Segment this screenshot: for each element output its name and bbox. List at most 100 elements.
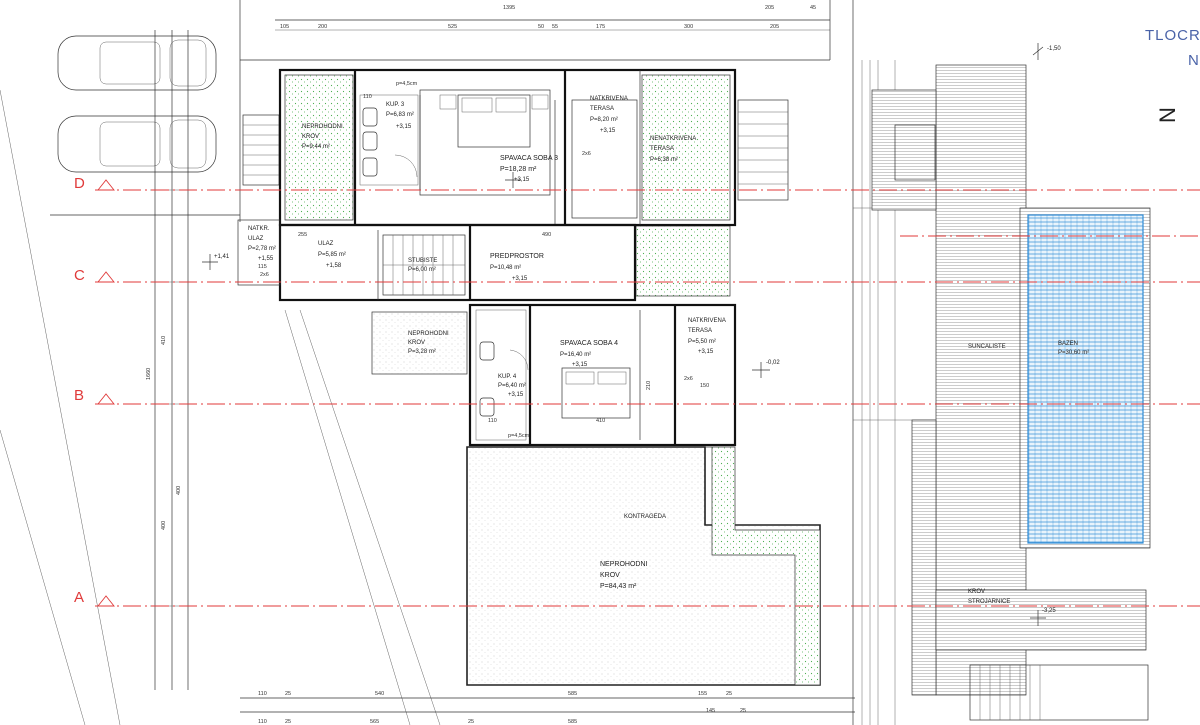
svg-text:P=84,43 m²: P=84,43 m² xyxy=(600,583,637,590)
parked-car-2 xyxy=(57,115,217,173)
bed-room-4 xyxy=(561,367,631,419)
roof-green-right xyxy=(641,74,731,221)
label-krov-strojarnice: KROV STROJARNICE xyxy=(968,589,1010,605)
dim-inner-1: 490 xyxy=(542,232,551,238)
inner-staircase xyxy=(382,234,466,296)
svg-text:NEPROHODNI: NEPROHODNI xyxy=(302,124,343,130)
room-label-spavaca3: SPAVACA SOBA 3 P=18,28 m² xyxy=(500,155,558,173)
room-label-kup4: KUP. 4 P=6,40 m² +3,15 xyxy=(498,374,526,398)
pool-water xyxy=(1027,214,1144,544)
dim-inner-10: 110 xyxy=(363,94,372,100)
svg-text:KROV: KROV xyxy=(302,134,319,140)
left-dimension-lines xyxy=(150,30,195,690)
room-label-kup3: KUP. 3 P=6,83 m² +3,15 xyxy=(386,102,414,130)
svg-text:-3,25: -3,25 xyxy=(1042,608,1056,614)
label-bazen: BAZEN P=30,60 m² xyxy=(1058,341,1089,356)
axis-markers xyxy=(97,179,115,607)
svg-text:NATKR.: NATKR. xyxy=(248,226,270,232)
room-label-predprostor: PREDPROSTOR P=10,48 m² +3,15 xyxy=(490,253,544,282)
svg-text:P=6,40 m²: P=6,40 m² xyxy=(498,383,526,389)
dim-inner-12: 210 xyxy=(646,381,652,390)
svg-text:PREDPROSTOR: PREDPROSTOR xyxy=(490,253,544,260)
dim-bottom-6: 25 xyxy=(726,691,732,697)
dim-top-total: 1395 xyxy=(503,5,515,11)
level-mark-top-right: -1,50 xyxy=(1032,43,1061,60)
dim-inner-5: p=4,5cm xyxy=(396,81,418,87)
svg-text:SPAVACA SOBA 3: SPAVACA SOBA 3 xyxy=(500,155,558,162)
bath-fixtures-3 xyxy=(362,107,418,178)
svg-text:BAZEN: BAZEN xyxy=(1058,341,1078,347)
svg-text:+3,15: +3,15 xyxy=(512,276,528,282)
room-label-nepro-big: NEPROHODNI KROV P=84,43 m² xyxy=(600,561,648,590)
grid-axis-lines xyxy=(95,189,1200,607)
dim-left-2: 400 xyxy=(176,486,182,495)
outer-stairs-right xyxy=(737,99,789,201)
dim-inner-8: 2x6 xyxy=(684,376,693,382)
dim-bottom-5: 155 xyxy=(698,691,707,697)
site-diagonal-2 xyxy=(0,429,86,725)
svg-text:P=16,40 m²: P=16,40 m² xyxy=(560,352,591,358)
drawing-title-suffix: N xyxy=(1188,52,1200,69)
dim-bottom-3: 540 xyxy=(375,691,384,697)
label-kontrageda: KONTRAGEDA xyxy=(624,514,666,520)
dim-bottom-13: 565 xyxy=(370,719,379,725)
svg-text:+3,15: +3,15 xyxy=(508,392,524,398)
room-label-spavaca4: SPAVACA SOBA 4 P=16,40 m² +3,15 xyxy=(560,340,618,368)
site-diagonal-4 xyxy=(299,309,441,725)
svg-text:P=30,60 m²: P=30,60 m² xyxy=(1058,350,1089,356)
label-suncaliste: SUNCALISTE xyxy=(968,344,1006,350)
svg-text:+3,15: +3,15 xyxy=(396,124,412,130)
svg-text:NEPROHODNI: NEPROHODNI xyxy=(408,331,449,337)
dim-inner-2: 255 xyxy=(298,232,307,238)
svg-text:NATKRIVENA: NATKRIVENA xyxy=(688,318,726,324)
dim-inner-7: 2x6 xyxy=(582,151,591,157)
svg-text:ULAZ: ULAZ xyxy=(248,236,264,242)
dim-top-4: 105 xyxy=(280,24,289,30)
axis-label-a: A xyxy=(74,589,84,606)
dim-bottom-11: 110 xyxy=(258,719,267,725)
deck-upper-left xyxy=(871,89,937,211)
room-label-natkr-ulaz: NATKR. ULAZ P=2,78 m² +1,55 xyxy=(248,226,276,262)
roof-green-mid xyxy=(635,225,731,297)
top-block-walls xyxy=(278,68,737,227)
bath-fixtures-4 xyxy=(479,341,529,417)
dim-left-4: 1660 xyxy=(146,368,152,380)
svg-text:P=18,28 m²: P=18,28 m² xyxy=(500,166,537,173)
svg-text:P=6,00 m²: P=6,00 m² xyxy=(408,267,436,273)
svg-text:+3,15: +3,15 xyxy=(698,349,714,355)
dim-bottom-1: 110 xyxy=(258,691,267,697)
room-label-natkrivena-terasa-top: NATKRIVENA TERASA P=8,20 m² +3,15 xyxy=(590,96,628,134)
room-label-nepro-left: NEPROHODNI KROV P=9,44 m² xyxy=(302,124,343,150)
dim-inner-6: p=4,5cm xyxy=(508,433,530,439)
dim-top-7: 50 xyxy=(538,24,544,30)
dim-inner-9: 2x6 xyxy=(260,272,269,278)
svg-text:TERASA: TERASA xyxy=(650,146,674,152)
svg-text:+1,58: +1,58 xyxy=(326,263,342,269)
dim-inner-3: 410 xyxy=(596,418,605,424)
dim-top-9: 175 xyxy=(596,24,605,30)
site-diagonal-3 xyxy=(284,309,411,725)
level-mark-right-b: -0,02 xyxy=(752,360,780,378)
dim-top-11: 205 xyxy=(770,24,779,30)
site-boundary xyxy=(50,0,854,725)
svg-text:-0,02: -0,02 xyxy=(766,360,780,366)
svg-text:STROJARNICE: STROJARNICE xyxy=(968,599,1010,605)
svg-text:P=5,85 m²: P=5,85 m² xyxy=(318,252,346,258)
svg-text:P=6,83 m²: P=6,83 m² xyxy=(386,112,414,118)
level-mark-bottom-right: -3,25 xyxy=(1030,608,1056,626)
roof-stipple-small xyxy=(371,311,468,375)
roof-green-left xyxy=(284,74,354,221)
svg-text:P=5,50 m²: P=5,50 m² xyxy=(688,339,716,345)
room-label-natkrivena-terasa-right: NATKRIVENA TERASA P=5,50 m² +3,15 xyxy=(688,318,726,355)
svg-text:P=10,48 m²: P=10,48 m² xyxy=(490,265,521,271)
dim-left-1: 410 xyxy=(161,336,167,345)
axis-label-d: D xyxy=(74,175,85,192)
svg-text:KUP. 3: KUP. 3 xyxy=(386,102,405,108)
machine-room-roof xyxy=(935,589,1147,651)
svg-text:-1,50: -1,50 xyxy=(1047,46,1061,52)
svg-text:P=9,44 m²: P=9,44 m² xyxy=(302,144,330,150)
parked-car-1 xyxy=(57,35,217,91)
outer-stairs-left xyxy=(242,114,280,186)
bottom-right-steps xyxy=(969,664,1149,721)
